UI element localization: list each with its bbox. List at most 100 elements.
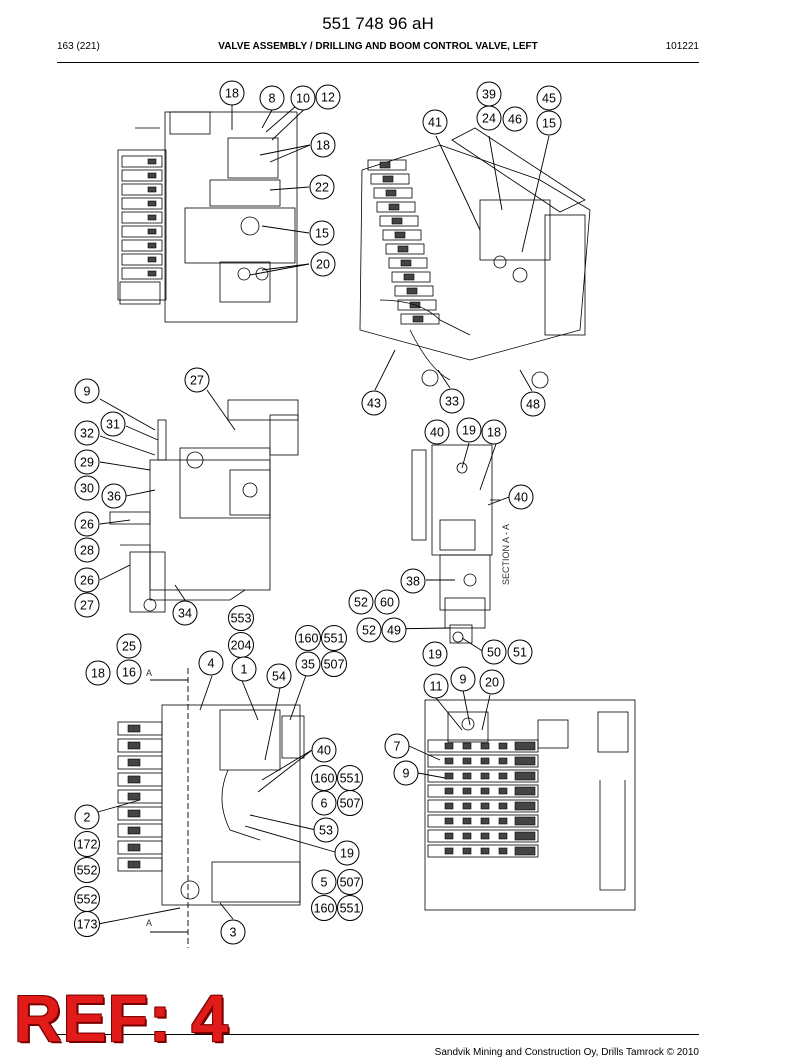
callout-label: 32 bbox=[80, 427, 94, 441]
callout-circle bbox=[424, 419, 450, 445]
callout-circle bbox=[381, 617, 407, 643]
callout-173: 173 bbox=[74, 911, 100, 937]
callout-20: 20 bbox=[310, 251, 336, 277]
callout-label: 16 bbox=[122, 666, 136, 680]
callout-48: 48 bbox=[520, 391, 546, 417]
callout-label: 551 bbox=[340, 772, 361, 786]
callout-circle bbox=[74, 804, 100, 830]
callout-6: 6 bbox=[311, 790, 337, 816]
callout-label: 2 bbox=[84, 811, 91, 825]
callout-27: 27 bbox=[184, 367, 210, 393]
section-marker-a-top: A bbox=[146, 668, 152, 678]
page-title: VALVE ASSEMBLY / DRILLING AND BOOM CONTR… bbox=[218, 41, 538, 52]
callout-circle bbox=[423, 673, 449, 699]
callout-38: 38 bbox=[400, 568, 426, 594]
callout-160: 160 bbox=[311, 895, 337, 921]
callout-43: 43 bbox=[361, 390, 387, 416]
callout-circle bbox=[231, 656, 257, 682]
callout-label: 18 bbox=[316, 139, 330, 153]
callout-label: 22 bbox=[315, 181, 329, 195]
callout-circle bbox=[481, 419, 507, 445]
callout-45: 45 bbox=[536, 85, 562, 111]
callout-circle bbox=[508, 484, 534, 510]
callout-circle bbox=[74, 592, 100, 618]
callout-1: 1 bbox=[231, 656, 257, 682]
callout-label: 6 bbox=[321, 797, 328, 811]
callout-7: 7 bbox=[384, 733, 410, 759]
callout-label: 40 bbox=[514, 491, 528, 505]
ref-stamp: REF: 4 bbox=[14, 981, 230, 1055]
footer-divider bbox=[57, 1034, 699, 1035]
callout-circle bbox=[101, 483, 127, 509]
callout-26: 26 bbox=[74, 511, 100, 537]
callout-circle bbox=[310, 132, 336, 158]
callout-label: 45 bbox=[542, 92, 556, 106]
callout-24: 24 bbox=[476, 105, 502, 131]
callout-label: 35 bbox=[301, 658, 315, 672]
callout-circle bbox=[337, 790, 363, 816]
callout-label: 552 bbox=[77, 864, 98, 878]
callout-5: 5 bbox=[311, 869, 337, 895]
callout-circle bbox=[74, 475, 100, 501]
callout-53: 53 bbox=[313, 817, 339, 843]
callout-551: 551 bbox=[337, 895, 363, 921]
callout-circle bbox=[74, 449, 100, 475]
callout-label: 48 bbox=[526, 398, 540, 412]
callout-label: 9 bbox=[403, 767, 410, 781]
callout-circle bbox=[184, 367, 210, 393]
callout-31: 31 bbox=[100, 411, 126, 437]
callout-label: 160 bbox=[314, 772, 335, 786]
callout-11: 11 bbox=[423, 673, 449, 699]
callout-circle bbox=[259, 85, 285, 111]
callout-label: 173 bbox=[77, 918, 98, 932]
view-bottom-left: A A bbox=[117, 668, 305, 948]
callout-circle bbox=[393, 760, 419, 786]
callout-circle bbox=[266, 663, 292, 689]
callout-circle bbox=[476, 105, 502, 131]
callout-551: 551 bbox=[337, 765, 363, 791]
callout-circle bbox=[479, 669, 505, 695]
callout-label: 160 bbox=[298, 632, 319, 646]
callout-circle bbox=[295, 625, 321, 651]
callout-circle bbox=[220, 919, 246, 945]
callout-circle bbox=[481, 639, 507, 665]
callout-507: 507 bbox=[321, 651, 347, 677]
callout-34: 34 bbox=[172, 600, 198, 626]
callout-28: 28 bbox=[74, 537, 100, 563]
callout-15: 15 bbox=[309, 220, 335, 246]
callout-label: 507 bbox=[340, 797, 361, 811]
callout-label: 551 bbox=[340, 902, 361, 916]
callout-25: 25 bbox=[116, 633, 142, 659]
callout-circle bbox=[311, 737, 337, 763]
callout-41: 41 bbox=[422, 109, 448, 135]
callout-15: 15 bbox=[536, 110, 562, 136]
callout-label: 9 bbox=[460, 673, 467, 687]
callout-label: 7 bbox=[394, 740, 401, 754]
callout-circle bbox=[400, 568, 426, 594]
callout-circle bbox=[337, 895, 363, 921]
callout-label: 19 bbox=[462, 424, 476, 438]
callout-label: 60 bbox=[380, 596, 394, 610]
callout-label: 15 bbox=[542, 117, 556, 131]
callout-label: 43 bbox=[367, 397, 381, 411]
callout-label: 25 bbox=[122, 640, 136, 654]
callout-circle bbox=[228, 605, 254, 631]
callout-18: 18 bbox=[481, 419, 507, 445]
callout-label: 15 bbox=[315, 227, 329, 241]
callout-52: 52 bbox=[356, 617, 382, 643]
callout-circle bbox=[311, 790, 337, 816]
callout-2: 2 bbox=[74, 804, 100, 830]
callout-label: 20 bbox=[485, 676, 499, 690]
callout-label: 507 bbox=[340, 876, 361, 890]
callout-19: 19 bbox=[334, 840, 360, 866]
callout-circle bbox=[311, 869, 337, 895]
callout-49: 49 bbox=[381, 617, 407, 643]
callout-50: 50 bbox=[481, 639, 507, 665]
callout-label: 52 bbox=[354, 596, 368, 610]
callout-circle bbox=[74, 537, 100, 563]
callout-label: 51 bbox=[513, 646, 527, 660]
callout-29: 29 bbox=[74, 449, 100, 475]
view-bottom-right bbox=[424, 699, 636, 911]
callout-circle bbox=[334, 840, 360, 866]
